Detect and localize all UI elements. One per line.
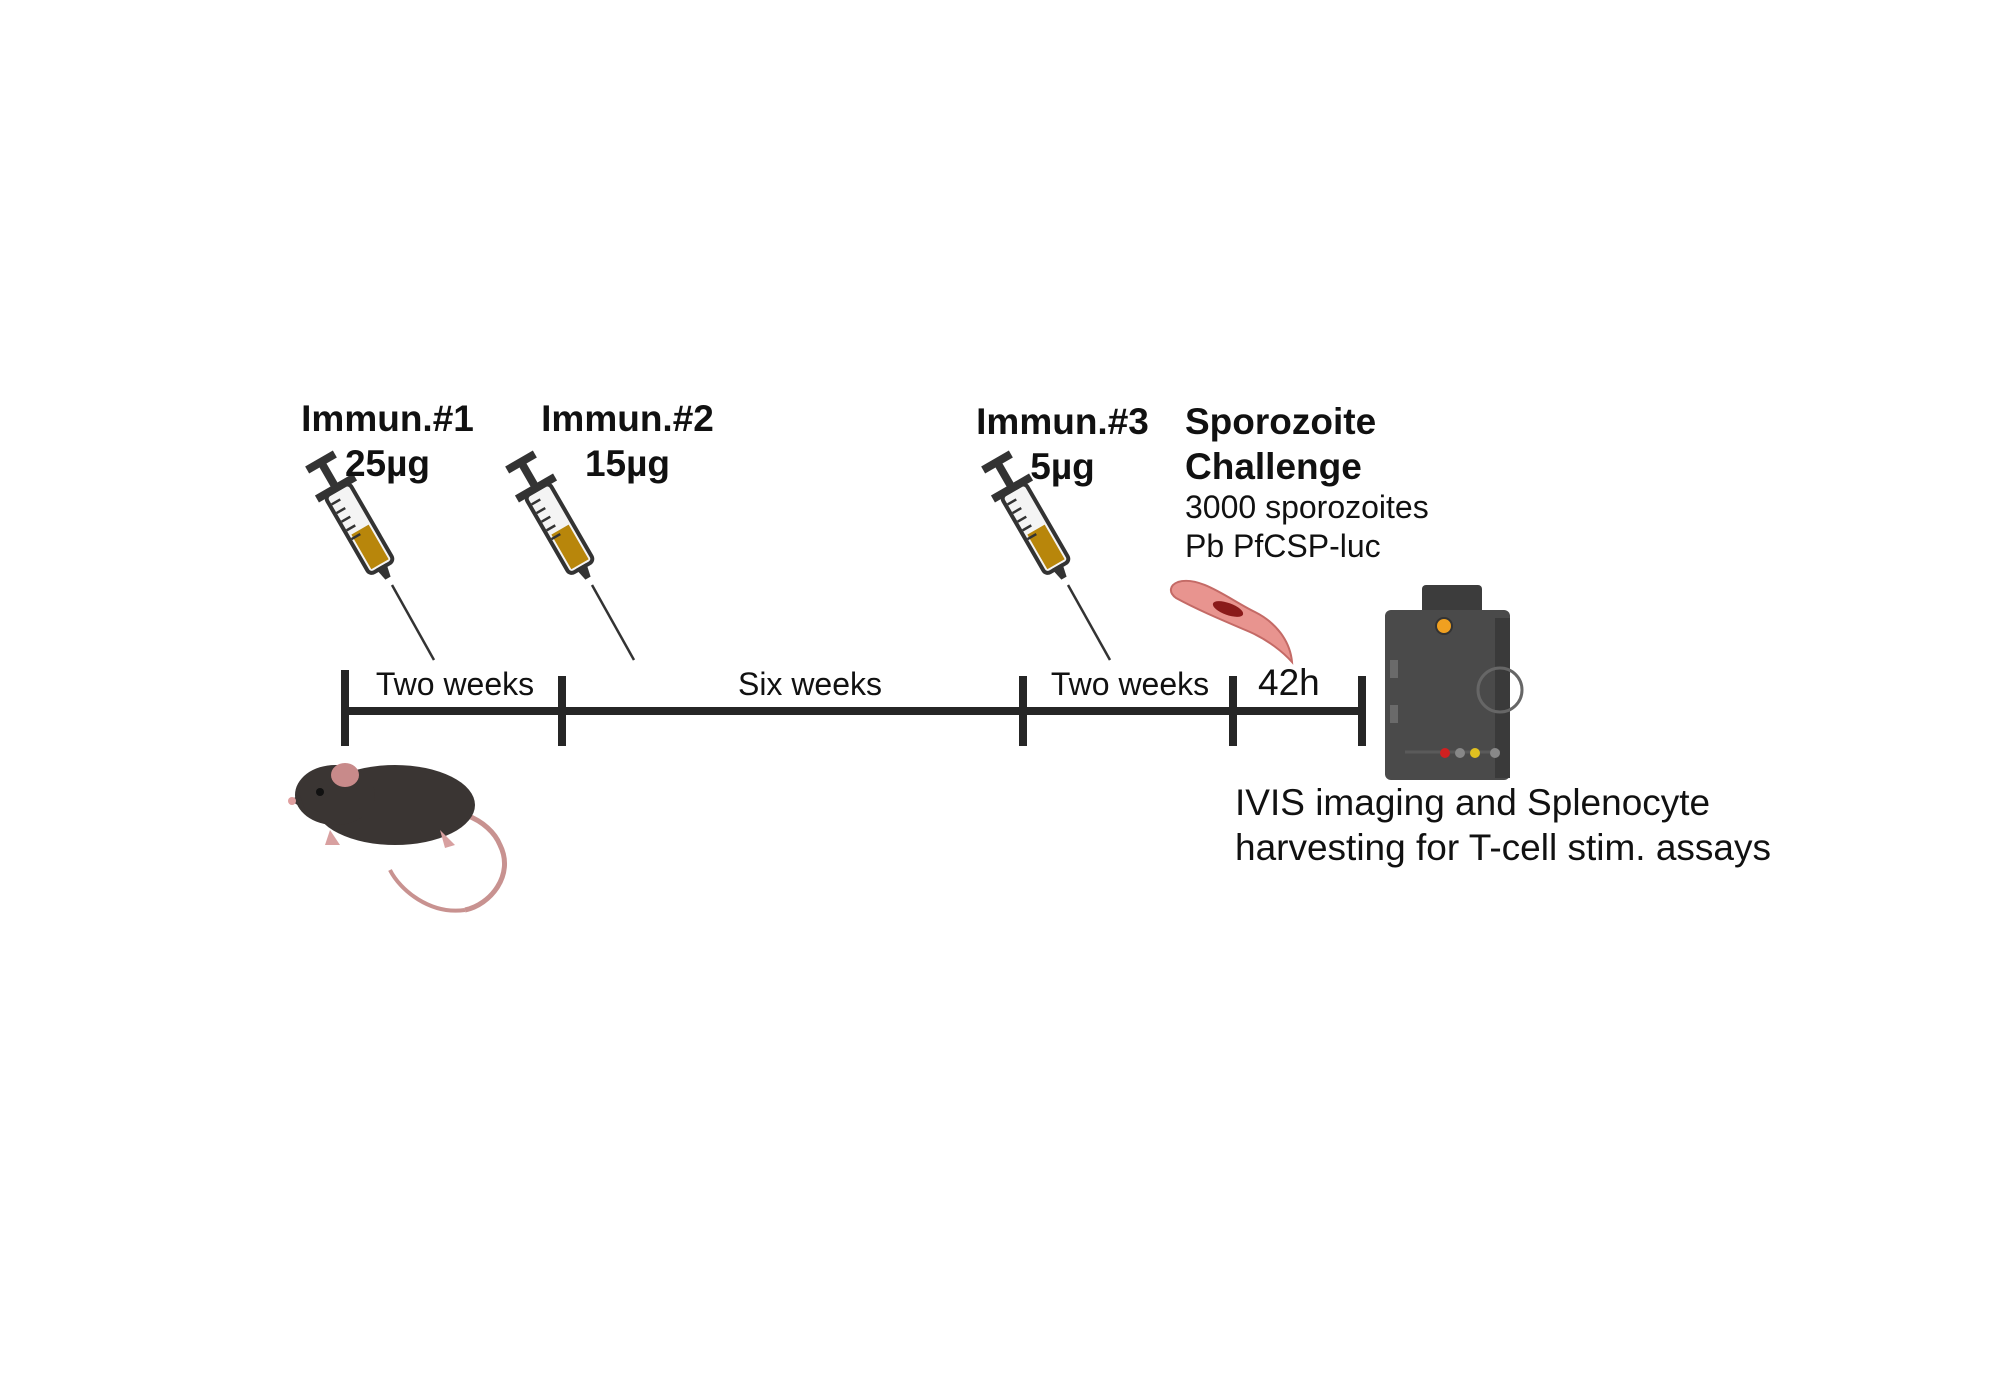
immun-1-label: Immun.#1 25µg	[275, 396, 500, 486]
challenge-label: Sporozoite Challenge	[1185, 399, 1376, 489]
ivis-imager-icon	[1385, 585, 1524, 780]
immun-2-title: Immun.#2	[541, 398, 714, 439]
sporozoite-icon	[1170, 579, 1294, 665]
readout-line2: harvesting for T-cell stim. assays	[1235, 827, 1771, 868]
interval-label-2: Six weeks	[737, 666, 883, 702]
timeline	[341, 670, 1366, 746]
immun-2-label: Immun.#2 15µg	[515, 396, 740, 486]
immun-1-title: Immun.#1	[301, 398, 474, 439]
readout-line1: IVIS imaging and Splenocyte	[1235, 782, 1711, 823]
challenge-detail: 3000 sporozoites Pb PfCSP-luc	[1185, 488, 1429, 566]
interval-label-1: Two weeks	[375, 666, 535, 702]
immun-3-dose: 5µg	[1030, 446, 1095, 487]
mouse-icon	[288, 763, 508, 913]
immun-2-dose: 15µg	[584, 443, 671, 484]
immun-1-dose: 25µg	[344, 443, 431, 484]
immun-3-label: Immun.#3 5µg	[950, 399, 1175, 489]
interval-label-3: Two weeks	[1050, 666, 1210, 702]
challenge-detail-line1: 3000 sporozoites	[1185, 489, 1429, 525]
challenge-title-line2: Challenge	[1185, 446, 1362, 487]
immun-3-title: Immun.#3	[976, 401, 1149, 442]
challenge-detail-line2: Pb PfCSP-luc	[1185, 528, 1381, 564]
challenge-title-line1: Sporozoite	[1185, 401, 1377, 442]
interval-label-4: 42h	[1258, 662, 1320, 703]
readout-label: IVIS imaging and Splenocyte harvesting f…	[1235, 780, 1771, 870]
